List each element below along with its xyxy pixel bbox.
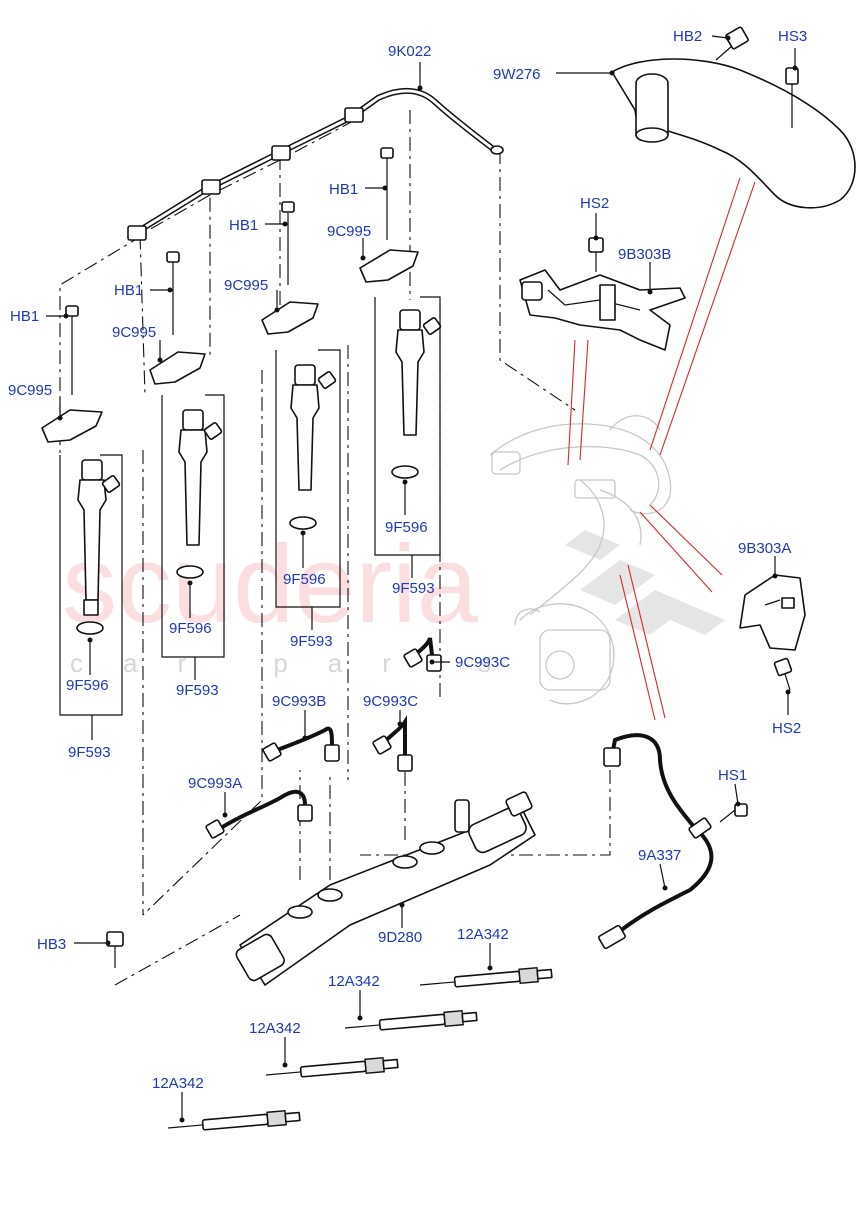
callout-9F593-1: 9F593 [68, 744, 111, 761]
injector-stack-3 [261, 201, 337, 530]
callout-9C993C-2: 9C993C [363, 693, 418, 710]
callout-9F596-1: 9F596 [66, 677, 109, 694]
callout-9B303B: 9B303B [618, 246, 671, 263]
glow-plugs-12A342 [167, 966, 553, 1131]
callout-HB1-3: HB1 [229, 217, 258, 234]
screw-HS3 [785, 67, 799, 128]
fuel-pipes [205, 637, 442, 839]
bolt-HB3 [106, 931, 124, 968]
callout-labels: 9K022 HB2 HS3 9W276 HB1 9C995 HB1 9C995 … [8, 28, 807, 1092]
callout-12A342-1: 12A342 [457, 926, 509, 943]
red-leader-lines [567, 177, 756, 721]
callout-12A342-2: 12A342 [328, 973, 380, 990]
callout-HB1-1: HB1 [10, 308, 39, 325]
callout-leaders [46, 35, 798, 1123]
callout-9A337: 9A337 [638, 847, 681, 864]
callout-HS2-top: HS2 [580, 195, 609, 212]
callout-9F596-4: 9F596 [385, 519, 428, 536]
screw-HS2-right [773, 657, 793, 691]
screw-HS1 [719, 803, 748, 823]
callout-HB1-2: HB1 [114, 282, 143, 299]
callout-HB3: HB3 [37, 936, 66, 953]
callout-9F596-2: 9F596 [169, 620, 212, 637]
fuel-rail-9D280 [235, 791, 536, 986]
injector-stack-2 [149, 251, 223, 579]
injector-stack-4 [359, 147, 442, 479]
injector-stack-1 [41, 305, 121, 635]
callout-9C995-2: 9C995 [112, 324, 156, 341]
callout-9F593-3: 9F593 [290, 633, 333, 650]
callout-HS2-right: HS2 [772, 720, 801, 737]
callout-9D280: 9D280 [378, 929, 422, 946]
callout-9C993A: 9C993A [188, 775, 242, 792]
callout-9F593-4: 9F593 [392, 580, 435, 597]
injector-group-frames [59, 296, 441, 716]
fuel-pipe-9A337 [598, 733, 714, 950]
callout-9C995-4: 9C995 [327, 223, 371, 240]
screw-HS2-top [588, 237, 604, 272]
bracket-9B303A [739, 574, 806, 651]
callout-9B303A: 9B303A [738, 540, 791, 557]
callout-HS3: HS3 [778, 28, 807, 45]
callout-9F593-2: 9F593 [176, 682, 219, 699]
callout-9K022: 9K022 [388, 43, 431, 60]
leak-off-pipe-9K022 [127, 87, 504, 241]
engine-cover-9W276 [611, 58, 856, 209]
engine-ghost-illustration [489, 415, 672, 705]
callout-9F596-3: 9F596 [283, 571, 326, 588]
callout-12A342-4: 12A342 [152, 1075, 204, 1092]
watermark-checker [565, 530, 725, 635]
bolt-HB2 [715, 26, 749, 61]
callout-9C995-3: 9C995 [224, 277, 268, 294]
callout-HB2: HB2 [673, 28, 702, 45]
callout-9C993B: 9C993B [272, 693, 326, 710]
callout-9W276: 9W276 [493, 66, 541, 83]
callout-12A342-3: 12A342 [249, 1020, 301, 1037]
callout-HS1: HS1 [718, 767, 747, 784]
watermark-tagline: car parts [70, 648, 531, 678]
callout-9C995-1: 9C995 [8, 382, 52, 399]
watermark: scuderia car parts [62, 523, 725, 678]
watermark-brand: scuderia [62, 523, 479, 646]
callout-9C993C-1: 9C993C [455, 654, 510, 671]
callout-HB1-4: HB1 [329, 181, 358, 198]
bracket-9B303B [519, 269, 686, 351]
